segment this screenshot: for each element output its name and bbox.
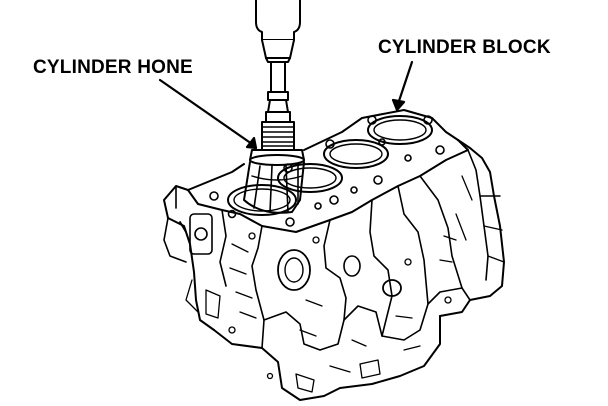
block-leader-line bbox=[396, 60, 414, 106]
cylinder-hone-label: CYLINDER HONE bbox=[33, 57, 193, 78]
block-leader-arrow bbox=[391, 98, 406, 112]
hone-leader-line bbox=[158, 78, 254, 146]
cylinder-bore-2 bbox=[323, 139, 389, 169]
main-bearing-boss bbox=[277, 249, 311, 291]
cylinder-bore-4 bbox=[227, 184, 297, 216]
cylinder-block bbox=[163, 109, 505, 401]
cylinder-bore-1 bbox=[367, 115, 433, 145]
leader-lines bbox=[158, 60, 414, 150]
cylinder-bore-3 bbox=[277, 163, 343, 193]
cylinder-hone-tool bbox=[243, 0, 305, 214]
cylinder-block-label: CYLINDER BLOCK bbox=[378, 37, 551, 58]
hone-leader-arrow bbox=[245, 136, 258, 150]
